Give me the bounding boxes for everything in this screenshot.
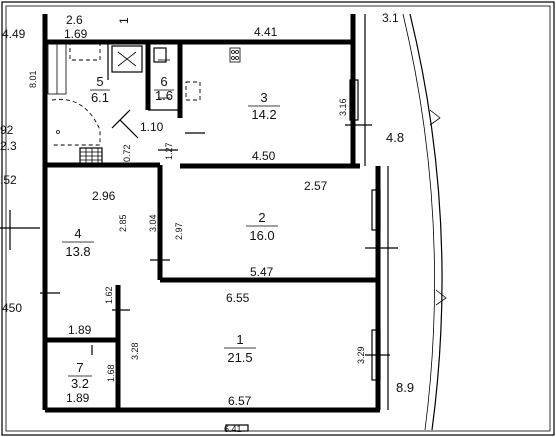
sink-icon [111,45,143,73]
room-5-area: 6.1 [91,90,109,105]
room-labels: 5 6.1 6 1.6 3 14.2 2 16.0 4 13.8 1 21.5 … [62,74,280,391]
balcony-curve-outer [409,13,443,431]
stove-icon [229,47,241,63]
dim-1-68: 1.68 [106,364,116,382]
dim-1-10: 1.10 [140,120,164,134]
dim-top-fragment: 1 [117,17,131,24]
right-mid-area: 4.8 [386,130,404,145]
top-left-number: 2.6 [66,13,83,27]
room-1-number: 1 [236,332,243,347]
walls [42,14,389,413]
windows [225,79,381,432]
dim-0-72: 0.72 [122,144,132,162]
dim-1-62: 1.62 [104,286,114,304]
balcony-marker-1 [429,109,441,126]
room-6-number: 6 [160,74,167,89]
dim-4-49: 4.49 [2,27,26,41]
dim-3-29: 3.29 [356,346,366,364]
right-bottom-area: 8.9 [396,380,414,395]
dim-3-28: 3.28 [130,342,140,360]
right-top-area: 3.1 [382,11,399,25]
balcony-curve-inner [402,13,435,431]
dim-8-01: 8.01 [28,70,38,88]
dim-4-50: 4.50 [252,149,276,163]
shower-screen-icon [51,98,101,146]
dim-4-41: 4.41 [254,25,278,39]
room-7-number: 7 [76,360,83,375]
frame-inner-border [5,5,551,432]
dim-450: 450 [2,301,22,315]
dim-1-69: 1.69 [64,27,88,41]
left-mid-area: 2.3 [0,139,17,153]
toilet-room-fixture-icon [185,81,201,101]
dim-2-96: 2.96 [92,189,116,203]
door-ticks [0,124,398,356]
dim-6-57: 6.57 [228,394,252,408]
dim-1-89-b: 1.89 [66,391,90,405]
edge-labels: 2.6 92 2.3 3.1 4.8 8.9 [0,11,414,395]
room-5-number: 5 [96,74,103,89]
room-7-area: 3.2 [71,376,89,391]
dimension-labels: 4.49 1.69 1 4.41 8.01 3.16 1.10 0.72 1.2… [0,17,366,434]
room-4-number: 4 [74,226,81,241]
bathtub-icon [69,43,101,61]
dim-1-27: 1.27 [164,142,174,160]
room-2-area: 16.0 [249,228,274,243]
room-4-area: 13.8 [65,244,90,259]
left-mid-number: 92 [0,123,14,137]
room-3-area: 14.2 [251,107,276,122]
dim-2-97: 2.97 [174,222,184,240]
dim-52: .52 [0,173,17,187]
balcony-marker-2 [435,289,447,306]
room-2-number: 2 [258,210,265,225]
dim-2-85: 2.85 [118,214,128,232]
room-3-number: 3 [260,90,267,105]
dim-6-41: 6.41 [224,424,242,434]
dim-1-89-a: 1.89 [68,323,92,337]
dim-5-47: 5.47 [250,265,274,279]
room-6-area: 1.6 [155,88,173,103]
dim-2-57: 2.57 [304,179,328,193]
bath-fixtures [47,43,241,165]
door-leaf-icon [119,119,139,139]
dim-6-55: 6.55 [226,291,250,305]
room-1-area: 21.5 [227,350,252,365]
dim-3-16: 3.16 [338,98,348,116]
toilet-icon [153,47,167,63]
dim-3-04: 3.04 [148,214,158,232]
